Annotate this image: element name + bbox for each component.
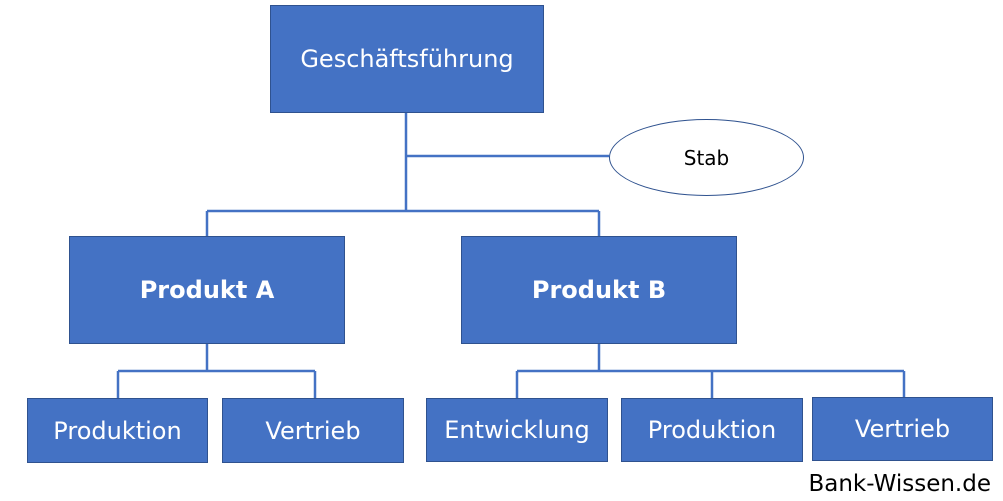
node-product-a: Produkt A bbox=[69, 236, 345, 344]
node-b-vertrieb: Vertrieb bbox=[812, 397, 993, 461]
node-b-entwicklung-label: Entwicklung bbox=[444, 416, 590, 444]
node-a-vertrieb-label: Vertrieb bbox=[265, 416, 361, 445]
node-b-produktion-label: Produktion bbox=[647, 416, 777, 444]
node-b-produktion: Produktion bbox=[621, 398, 803, 462]
node-a-produktion: Produktion bbox=[27, 398, 208, 463]
node-b-vertrieb-label: Vertrieb bbox=[854, 415, 951, 443]
node-product-a-label: Produkt A bbox=[139, 276, 275, 304]
node-a-produktion-label: Produktion bbox=[53, 416, 182, 445]
node-staff: Stab bbox=[609, 119, 804, 196]
node-staff-label: Stab bbox=[683, 145, 730, 170]
node-management-label: Geschäftsführung bbox=[300, 45, 514, 73]
node-product-b-label: Produkt B bbox=[531, 276, 667, 304]
node-management: Geschäftsführung bbox=[270, 5, 544, 113]
source-watermark: Bank-Wissen.de bbox=[808, 471, 991, 497]
node-b-entwicklung: Entwicklung bbox=[426, 398, 608, 462]
node-a-vertrieb: Vertrieb bbox=[222, 398, 404, 463]
node-product-b: Produkt B bbox=[461, 236, 737, 344]
